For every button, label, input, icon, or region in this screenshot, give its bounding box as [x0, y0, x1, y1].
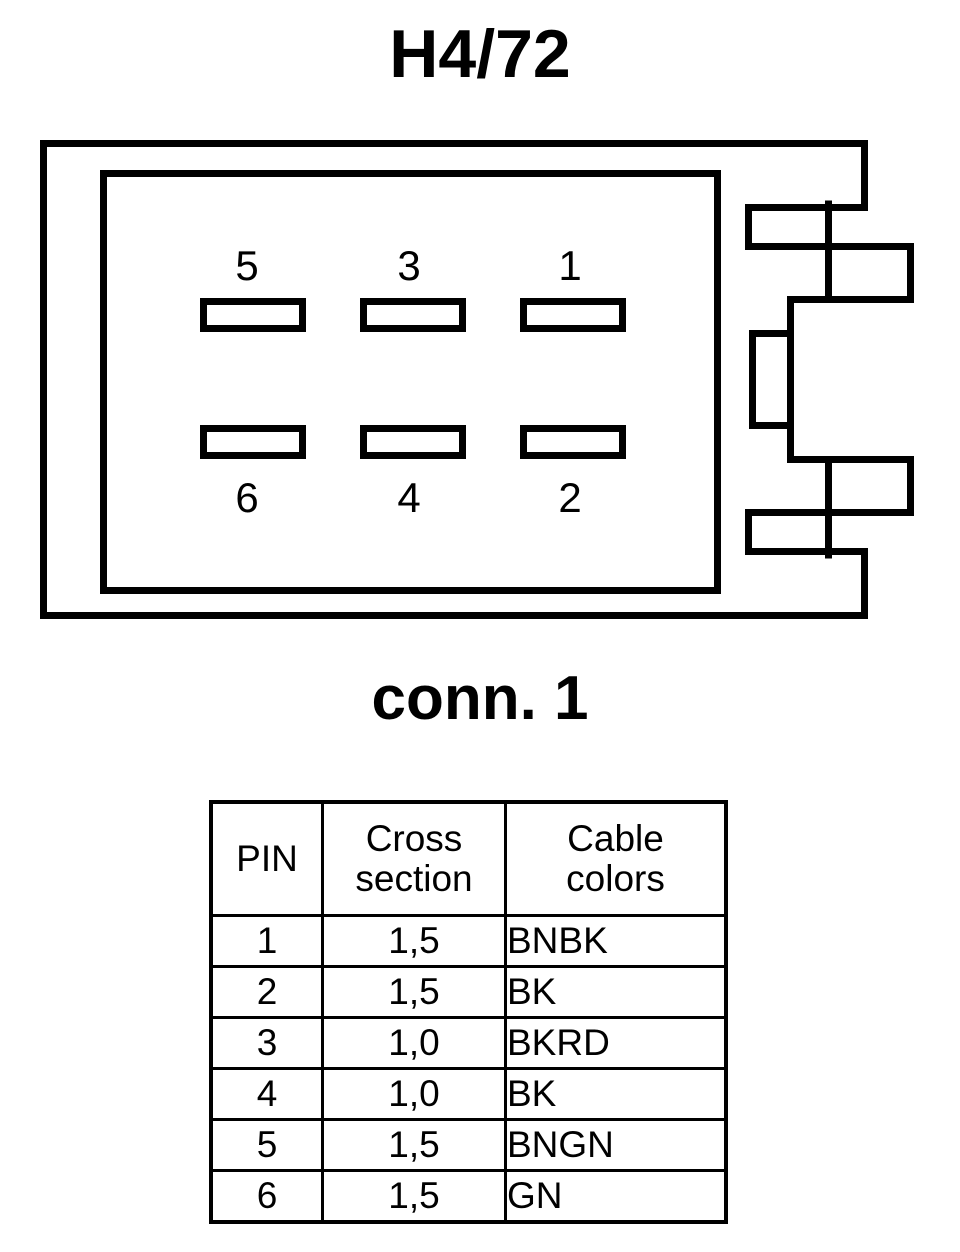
header-pin: PIN	[209, 800, 324, 917]
cell-pin: 6	[209, 1169, 324, 1224]
cell-cable-colors: BK	[504, 1067, 728, 1121]
pin-number-2: 2	[558, 474, 581, 521]
cell-pin: 5	[209, 1118, 324, 1172]
connector-outer-housing	[43, 140, 914, 303]
latch-tab-outline	[787, 296, 829, 463]
cell-cable-colors: BKRD	[504, 1016, 728, 1070]
header-cross-section-line2: section	[355, 858, 473, 899]
pin-number-1: 1	[558, 242, 581, 289]
pin-assignment-table-wrapper: PIN Cross section Cable colors 1 1,5 BNB…	[209, 800, 728, 1224]
cell-cross-section: 1,0	[321, 1016, 507, 1070]
pin-number-5: 5	[235, 242, 258, 289]
header-cable-colors-line1: Cable	[567, 818, 664, 860]
cell-pin: 1	[209, 914, 324, 968]
connector-diagram: 5 3 1 6 4 2	[0, 125, 960, 625]
cell-pin: 4	[209, 1067, 324, 1121]
latch-step-upper	[745, 143, 914, 303]
cell-cable-colors: BNGN	[504, 1118, 728, 1172]
cell-pin: 2	[209, 965, 324, 1019]
header-cable-colors: Cable colors	[504, 800, 728, 917]
page-title: H4/72	[389, 16, 571, 92]
pin-slot-1[interactable]	[520, 298, 626, 332]
pin-slot-2[interactable]	[520, 425, 626, 459]
header-cross-section: Cross section	[321, 800, 507, 917]
pin-slot-6[interactable]	[200, 425, 306, 459]
pin-number-3: 3	[397, 242, 420, 289]
cell-cross-section: 1,5	[321, 1169, 507, 1224]
cell-cross-section: 1,5	[321, 914, 507, 968]
cell-cable-colors: GN	[504, 1169, 728, 1224]
cell-pin: 3	[209, 1016, 324, 1070]
connector-caption: conn. 1	[371, 664, 589, 733]
cell-cross-section: 1,5	[321, 1118, 507, 1172]
pin-assignment-table: PIN Cross section Cable colors 1 1,5 BNB…	[209, 800, 728, 1224]
pin-slot-3[interactable]	[360, 298, 466, 332]
table-row: 1 1,5 BNBK	[209, 914, 728, 968]
cell-cable-colors: BK	[504, 965, 728, 1019]
cell-cable-colors: BNBK	[504, 914, 728, 968]
latch-notch-rect	[749, 330, 794, 429]
connector-inner-cavity	[100, 170, 721, 594]
pin-slot-5[interactable]	[200, 298, 306, 332]
pin-number-4: 4	[397, 474, 420, 521]
connector-body-outline	[40, 140, 914, 619]
pin-number-6: 6	[235, 474, 258, 521]
cell-cross-section: 1,5	[321, 965, 507, 1019]
table-row: 2 1,5 BK	[209, 965, 728, 1019]
pin-table-body: PIN Cross section Cable colors 1 1,5 BNB…	[209, 800, 728, 1224]
table-header-row: PIN Cross section Cable colors	[209, 800, 728, 917]
cell-cross-section: 1,0	[321, 1067, 507, 1121]
header-cross-section-line1: Cross	[365, 818, 463, 860]
table-row: 3 1,0 BKRD	[209, 1016, 728, 1070]
table-row: 4 1,0 BK	[209, 1067, 728, 1121]
header-cable-colors-line2: colors	[566, 858, 665, 899]
table-row: 5 1,5 BNGN	[209, 1118, 728, 1172]
table-row: 6 1,5 GN	[209, 1169, 728, 1224]
pin-slot-4[interactable]	[360, 425, 466, 459]
